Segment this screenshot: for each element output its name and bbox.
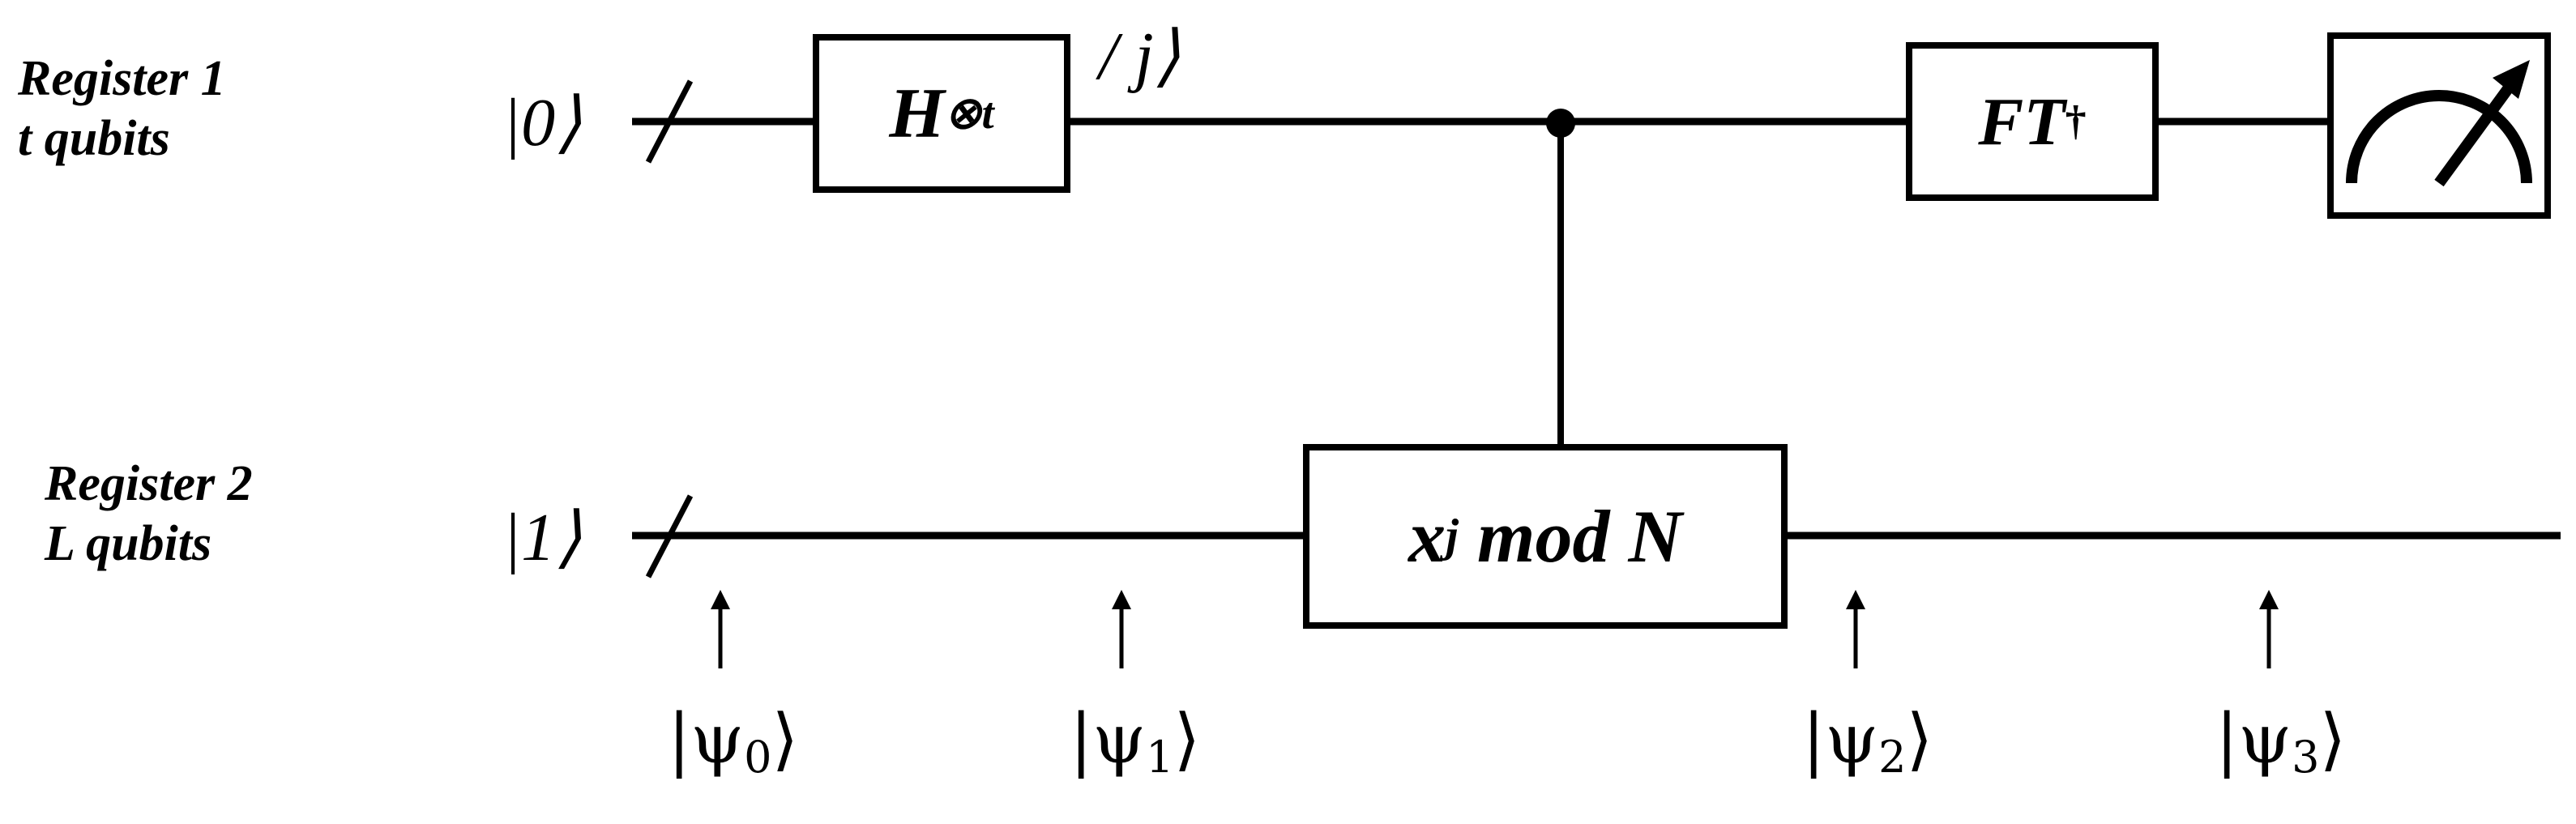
register-1-name: Register 1	[18, 51, 226, 106]
register-1-input-ket: |0⟩	[502, 85, 582, 160]
psi-1-close: ⟩	[1173, 699, 1201, 779]
register-2-bundle-slash	[645, 494, 694, 579]
hadamard-gate-base: H	[889, 74, 945, 153]
register-1-label: Register 1 t qubits	[18, 49, 226, 169]
state-label-psi-1: |ψ1⟩	[1070, 705, 1200, 779]
state-label-psi-3: |ψ3⟩	[2215, 705, 2346, 779]
j-state-label: / j⟩	[1099, 19, 1181, 94]
psi-1-symbol: |ψ	[1070, 699, 1147, 779]
state-arrow-1	[1112, 590, 1131, 668]
register-1-bundle-slash	[645, 79, 694, 164]
state-arrow-2	[1846, 590, 1865, 668]
meter-icon	[2346, 60, 2532, 187]
register-2-name: Register 2	[45, 456, 253, 511]
psi-2-symbol: |ψ	[1802, 699, 1879, 779]
measurement-box	[2327, 32, 2551, 219]
inverse-qft-gate-base: FT	[1978, 83, 2065, 160]
state-label-psi-0: |ψ0⟩	[668, 705, 798, 779]
inverse-qft-gate: FT†	[1906, 42, 2159, 201]
register-1-size: t qubits	[18, 111, 170, 166]
hadamard-gate: H⊗t	[813, 34, 1070, 193]
psi-1-subscript: 1	[1146, 732, 1174, 783]
modexp-rest: mod N	[1458, 495, 1682, 578]
psi-3-subscript: 3	[2292, 732, 2320, 783]
control-dot	[1546, 109, 1575, 138]
psi-2-subscript: 2	[1878, 732, 1907, 783]
state-label-psi-2: |ψ2⟩	[1802, 705, 1933, 779]
psi-0-close: ⟩	[771, 699, 799, 779]
psi-2-close: ⟩	[1906, 699, 1933, 779]
state-arrow-3	[2259, 590, 2279, 668]
register-2-input-ket: |1⟩	[502, 500, 582, 575]
register-2-size: L qubits	[45, 516, 212, 571]
modexp-base: x	[1408, 495, 1446, 578]
psi-3-close: ⟩	[2319, 699, 2347, 779]
register-2-label: Register 2 L qubits	[45, 454, 253, 574]
state-arrow-0	[711, 590, 730, 668]
psi-0-symbol: |ψ	[668, 699, 745, 779]
psi-0-subscript: 0	[744, 732, 772, 783]
psi-3-symbol: |ψ	[2215, 699, 2292, 779]
